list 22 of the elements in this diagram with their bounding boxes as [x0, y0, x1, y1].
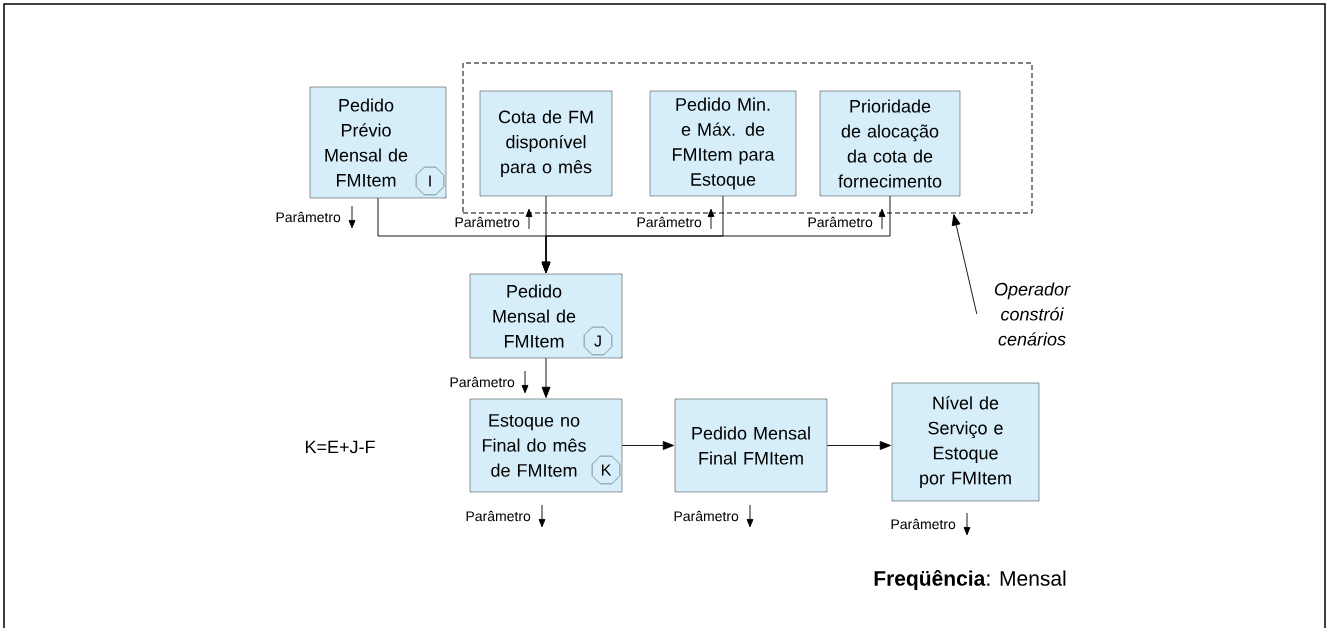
parameter-label: Parâmetro [808, 216, 873, 228]
parameter-label: Parâmetro [455, 216, 520, 228]
dashed-frame [462, 62, 1033, 214]
arrow [826, 441, 891, 450]
parameter-label: Parâmetro [466, 510, 531, 522]
process-box: Prioridade de alocação da cota de fornecimento [819, 90, 961, 197]
parameter-label: Parâmetro [276, 211, 341, 223]
formula-text: K=E+J-F [306, 440, 375, 454]
parameter-label: Parâmetro [450, 376, 515, 388]
process-box: Pedido Mensal Final FMItem [674, 398, 828, 493]
parameter-label: Parâmetro [891, 518, 956, 530]
parameter-label: Parâmetro [637, 216, 702, 228]
arrow [541, 195, 891, 273]
arrow [951, 214, 978, 315]
process-box: Cota de FM disponível para o mês [479, 90, 613, 197]
arrow [621, 441, 674, 450]
process-box: Pedido Min. e Máx. de FMItem para Estoque [649, 90, 797, 197]
parameter-label: Parâmetro [674, 510, 739, 522]
arrow [541, 357, 551, 398]
process-box: Nível de Serviço e Estoque por FMItem [891, 382, 1040, 502]
note-text: Operador constrói cenários [994, 282, 1071, 346]
frequency-note: Freqüência: Mensal [874, 569, 1066, 590]
